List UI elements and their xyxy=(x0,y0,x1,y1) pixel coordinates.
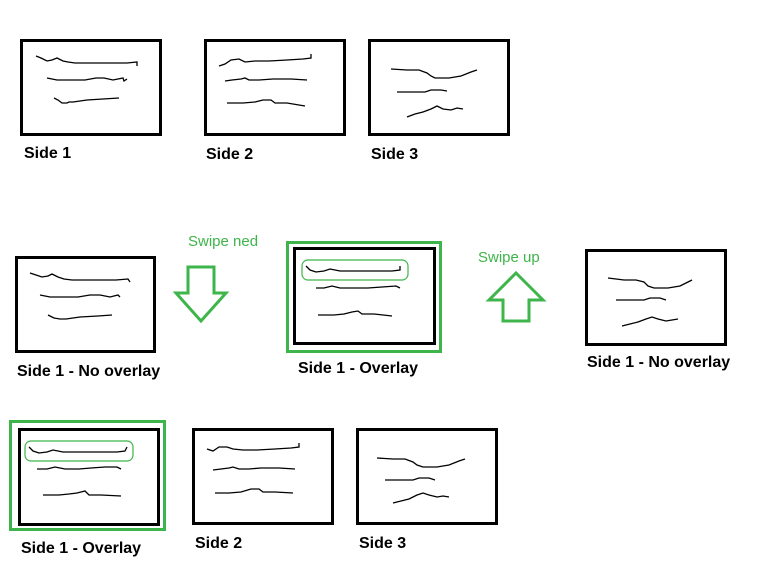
page-label-side3: Side 3 xyxy=(371,146,419,163)
arrow-up-icon xyxy=(485,270,547,323)
page-label-side2-bottom: Side 2 xyxy=(195,535,243,552)
page-thumbnail-side2 xyxy=(192,428,334,525)
scribble-lines xyxy=(24,440,134,497)
swipe-down-label: Swipe ned xyxy=(188,233,259,250)
page-label-side1-overlay: Side 1 - Overlay xyxy=(298,360,419,377)
page-label-side1-no-overlay-2: Side 1 - No overlay xyxy=(587,354,731,371)
overlay-highlight-frame xyxy=(286,241,442,353)
overlay-highlight-box xyxy=(301,259,409,281)
swipe-up-label: Swipe up xyxy=(478,249,540,266)
scribble-lines xyxy=(376,457,466,504)
page-thumbnail-side1-no-overlay-2 xyxy=(585,249,727,346)
page-thumbnail-side3 xyxy=(368,39,510,136)
scribble-lines xyxy=(607,277,693,327)
page-label-side1-overlay-2: Side 1 - Overlay xyxy=(21,540,142,557)
arrow-down-icon xyxy=(172,265,230,324)
scribble-lines xyxy=(301,259,409,317)
scribble-lines xyxy=(218,54,312,107)
scribble-lines xyxy=(35,55,138,104)
scribble-lines xyxy=(206,443,300,494)
overlay-highlight-frame xyxy=(9,420,166,531)
page-thumbnail-side1-overlay xyxy=(18,428,160,526)
scribble-lines xyxy=(390,68,478,118)
scribble-lines xyxy=(29,272,131,320)
overlay-highlight-box xyxy=(24,440,134,462)
page-thumbnail-side1-no-overlay xyxy=(15,256,156,353)
page-label-side2: Side 2 xyxy=(206,146,254,163)
page-thumbnail-side1-overlay xyxy=(293,247,436,345)
page-label-side3-bottom: Side 3 xyxy=(359,535,407,552)
page-label-side1-no-overlay: Side 1 - No overlay xyxy=(17,363,161,380)
page-thumbnail-side2 xyxy=(204,39,346,136)
page-label-side1: Side 1 xyxy=(24,145,72,162)
page-thumbnail-side3 xyxy=(356,428,498,525)
page-thumbnail-side1 xyxy=(20,39,162,136)
